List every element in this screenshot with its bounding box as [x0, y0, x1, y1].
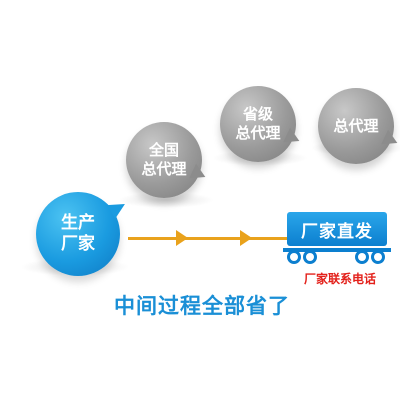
wheel-icon: [371, 250, 385, 264]
floor-shadow: [118, 192, 214, 208]
truck-label: 厂家直发: [287, 212, 387, 246]
manufacturer-label: 生产 厂家: [61, 213, 95, 254]
general-agent-label: 总代理: [333, 116, 379, 135]
flow-line: [128, 237, 288, 240]
wheel-icon: [303, 250, 317, 264]
general-agent-bubble: 总代理: [318, 88, 400, 164]
arrow-icon: [176, 230, 188, 246]
wheel-icon: [355, 250, 369, 264]
wheel-icon: [287, 250, 301, 264]
national-agent-label: 全国 总代理: [141, 141, 187, 178]
bubble-tail: [283, 127, 303, 149]
national-agent-bubble: 全国 总代理: [126, 122, 209, 198]
truck-subtitle: 厂家联系电话: [303, 272, 376, 286]
truck-graphic: 厂家直发: [283, 208, 391, 270]
tagline: 中间过程全部省了: [114, 294, 290, 318]
truck-chassis: [283, 248, 391, 252]
bubble-tail: [189, 163, 209, 185]
arrow-icon: [240, 230, 252, 246]
provincial-agent-label: 省级 总代理: [235, 105, 281, 142]
provincial-agent-bubble: 省级 总代理: [220, 86, 303, 162]
manufacturer-bubble: 生产 厂家: [36, 192, 129, 276]
